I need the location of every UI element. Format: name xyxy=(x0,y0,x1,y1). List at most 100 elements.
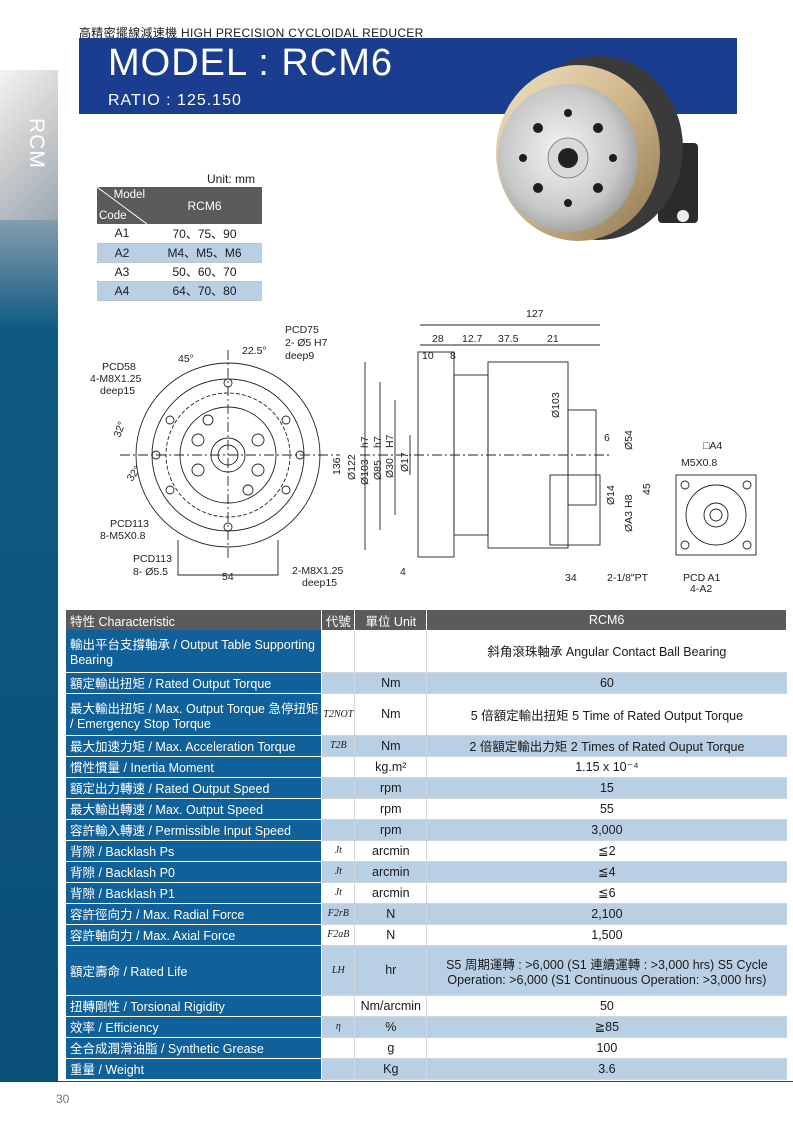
center-bore xyxy=(558,148,578,168)
spec-symbol: LH xyxy=(321,945,356,996)
spec-unit: Nm/arcmin xyxy=(354,995,428,1017)
spec-symbol: η xyxy=(321,1016,356,1038)
a2-label: 4-A2 xyxy=(690,583,712,595)
corner-model-label: Model xyxy=(113,189,145,201)
dim-34: 34 xyxy=(565,572,577,584)
spec-name: 額定壽命 / Rated Life xyxy=(66,945,323,996)
dim-17: Ø17 xyxy=(399,452,411,472)
code-table-model-header: RCM6 xyxy=(147,187,262,224)
spec-unit: rpm xyxy=(354,777,428,799)
dim-54: 54 xyxy=(222,571,234,583)
value-cell: 64、70、80 xyxy=(147,281,262,301)
spec-table: 特性 Characteristic 代號 單位 Unit RCM6 輸出平台支撐… xyxy=(66,610,787,1080)
face-holes xyxy=(519,109,617,207)
dim-54-shaft: Ø54 xyxy=(623,430,635,450)
spec-unit: kg.m² xyxy=(354,756,428,778)
pcd-a1-label: PCD A1 xyxy=(683,572,721,584)
spec-symbol xyxy=(321,756,356,778)
spec-name: 背隙 / Backlash P1 xyxy=(66,882,323,904)
pcd75-label: PCD75 xyxy=(285,324,319,336)
spec-name: 容許軸向力 / Max. Axial Force xyxy=(66,924,323,946)
corner-diagonal xyxy=(97,187,147,224)
spec-unit: % xyxy=(354,1016,428,1038)
spec-name: 最大輸出轉速 / Max. Output Speed xyxy=(66,798,323,820)
deep9-label: deep9 xyxy=(285,350,314,362)
deep15-label: deep15 xyxy=(100,385,135,397)
spec-value: 50 xyxy=(426,995,787,1017)
spec-name: 重量 / Weight xyxy=(66,1058,323,1080)
spec-name: 最大加速力矩 / Max. Acceleration Torque xyxy=(66,735,323,757)
tol-h7-30: H7 xyxy=(384,434,396,448)
spec-value: 60 xyxy=(426,672,787,694)
corner-code-label: Code xyxy=(99,210,127,222)
spec-value: 3,000 xyxy=(426,819,787,841)
spec-symbol: T2NOT xyxy=(321,693,356,736)
table-row: 最大輸出扭矩 / Max. Output Torque 急停扭矩 / Emerg… xyxy=(66,693,787,736)
spec-value: ≧85 xyxy=(426,1016,787,1038)
spec-unit: Nm xyxy=(354,672,428,694)
dim-14: Ø14 xyxy=(605,485,617,505)
ratio-label: RATIO : 125.150 xyxy=(108,92,242,109)
spec-value: 1.15 x 10⁻⁴ xyxy=(426,756,787,778)
code-cell: A4 xyxy=(97,281,147,301)
m5-label: 8-M5X0.8 xyxy=(100,530,146,542)
spec-header-row: 特性 Characteristic 代號 單位 Unit RCM6 xyxy=(66,610,787,630)
dim-4: 4 xyxy=(400,566,406,578)
port-hole xyxy=(677,210,689,222)
angle-22-5: 22.5° xyxy=(242,345,267,357)
dim-21: 21 xyxy=(547,333,559,345)
spec-value: ≦4 xyxy=(426,861,787,883)
dim-136: 136 xyxy=(331,457,343,475)
m8b-label: 2-M8X1.25 xyxy=(292,565,344,577)
spec-symbol xyxy=(321,777,356,799)
spec-value: 15 xyxy=(426,777,787,799)
deep15b-label: deep15 xyxy=(302,577,337,589)
dim-122: Ø122 xyxy=(346,454,358,480)
spec-name: 背隙 / Backlash Ps xyxy=(66,840,323,862)
spec-unit: rpm xyxy=(354,819,428,841)
side-label: RCM xyxy=(25,118,48,169)
spec-name: 全合成潤滑油脂 / Synthetic Grease xyxy=(66,1037,323,1059)
dim-85h7: Ø85 xyxy=(372,460,384,480)
pcd113-b-label: PCD113 xyxy=(133,553,172,565)
code-cell: A3 xyxy=(97,262,147,282)
spec-name: 最大輸出扭矩 / Max. Output Torque 急停扭矩 / Emerg… xyxy=(66,693,323,736)
spec-unit xyxy=(354,630,428,673)
spec-name: 容許輸入轉速 / Permissible Input Speed xyxy=(66,819,323,841)
footer-rule xyxy=(0,1081,793,1082)
spec-symbol: Jt xyxy=(321,861,356,883)
spec-value: 2 倍額定輸出力矩 2 Times of Rated Ouput Torque xyxy=(426,735,787,757)
hole55-label: 8- Ø5.5 xyxy=(133,566,168,578)
dim-12-7: 12.7 xyxy=(462,333,483,345)
spec-name: 背隙 / Backlash P0 xyxy=(66,861,323,883)
spec-value: 3.6 xyxy=(426,1058,787,1080)
spec-symbol xyxy=(321,630,356,673)
spec-value: 55 xyxy=(426,798,787,820)
spec-name: 輸出平台支撐軸承 / Output Table Supporting Beari… xyxy=(66,630,323,673)
dim-28: 28 xyxy=(432,333,444,345)
spec-value: 2,100 xyxy=(426,903,787,925)
dimension-drawing: PCD75 2- Ø5 H7 deep9 45° 22.5° PCD58 4-M… xyxy=(90,308,757,595)
pcd113-label: PCD113 xyxy=(110,518,149,530)
spec-value: ≦2 xyxy=(426,840,787,862)
spec-value: 100 xyxy=(426,1037,787,1059)
dim-127: 127 xyxy=(526,308,544,320)
spec-unit: g xyxy=(354,1037,428,1059)
page-title: MODEL : RCM6 xyxy=(108,42,394,84)
tol-h7-103: h7 xyxy=(359,436,371,448)
dim-10: 10 xyxy=(422,350,434,362)
spec-name: 額定輸出扭矩 / Rated Output Torque xyxy=(66,672,323,694)
m5x08-label: M5X0.8 xyxy=(681,457,717,469)
spec-unit: arcmin xyxy=(354,882,428,904)
angle-32-bottom: 32° xyxy=(125,464,144,484)
header-symbol: 代號 xyxy=(321,610,356,630)
